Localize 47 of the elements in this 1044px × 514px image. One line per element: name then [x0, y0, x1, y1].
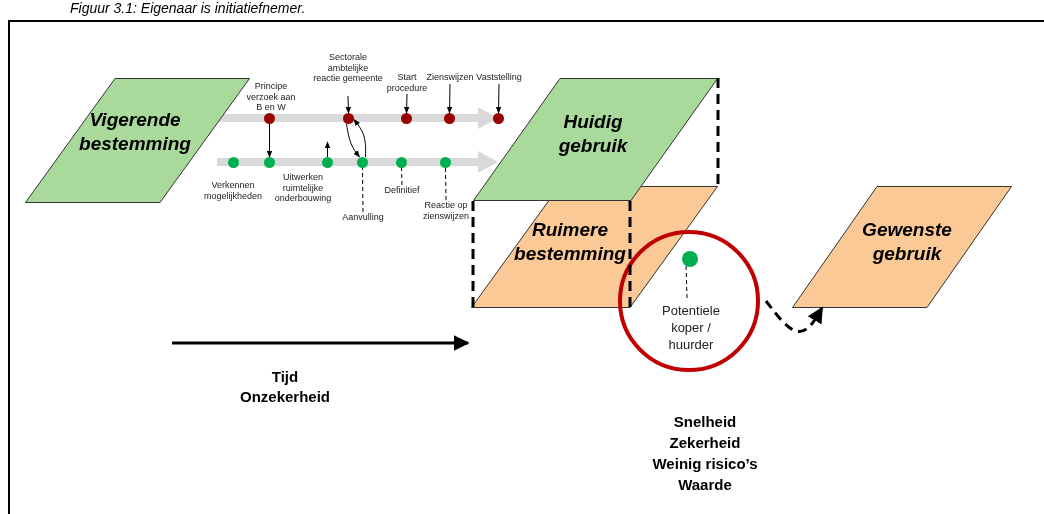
milestone-dot [493, 113, 504, 124]
step-label: Uitwerken ruimtelijke onderbouwing [273, 172, 333, 204]
note-text: Waarde [677, 477, 733, 493]
milestone-dot [401, 113, 412, 124]
step-label: Potentiele koper / huurder [648, 302, 734, 350]
step-label: Verkennen mogelijkheden [202, 180, 263, 201]
note-text: Onzekerheid [239, 389, 331, 405]
panel-title: Ruimere bestemming [513, 218, 627, 266]
leader-line [445, 167, 447, 201]
note-text: Weinig risico’s [651, 456, 759, 472]
milestone-dot [357, 157, 368, 168]
step-label: Definitief [378, 185, 426, 196]
step-label: Principe verzoek aan B en W [246, 81, 296, 113]
panel-title: Vigerende bestemming [78, 108, 192, 156]
dashed-arrow [764, 300, 824, 333]
parallelogram-panel [792, 186, 1012, 308]
note-text: Snelheid [672, 414, 738, 430]
arrow [403, 93, 410, 114]
arrow [324, 141, 331, 158]
arrow [495, 83, 502, 114]
step-label: Aanvulling [336, 212, 390, 223]
panel-title: Gewenste gebruik [861, 218, 953, 266]
step-label: Zienswijzen [423, 72, 477, 84]
figure-title: Figuur 3.1: Eigenaar is initiatiefnemer. [70, 0, 306, 16]
milestone-dot [682, 251, 698, 267]
milestone-dot [322, 157, 333, 168]
arrow [446, 83, 453, 114]
arrow [346, 123, 360, 158]
panel-title: Huidig gebruik [557, 110, 629, 158]
milestone-dot [228, 157, 239, 168]
note-text: Zekerheid [668, 435, 742, 451]
step-label: Sectorale ambtelijke reactie gemeente [313, 52, 383, 96]
step-label: Reactie op zienswijzen [418, 200, 474, 222]
note-text: Tijd [270, 369, 300, 385]
leader-line [362, 167, 364, 213]
arrow [345, 95, 352, 114]
arrow [353, 118, 367, 158]
parallelogram-panel [471, 186, 718, 308]
milestone-dot [440, 157, 451, 168]
arrow [266, 123, 273, 158]
milestone-dot [264, 157, 275, 168]
milestone-dot [343, 113, 354, 124]
leader-line [401, 167, 403, 186]
milestone-dot [444, 113, 455, 124]
step-label: Vaststelling [474, 72, 524, 84]
milestone-dot [264, 113, 275, 124]
milestone-dot [396, 157, 407, 168]
